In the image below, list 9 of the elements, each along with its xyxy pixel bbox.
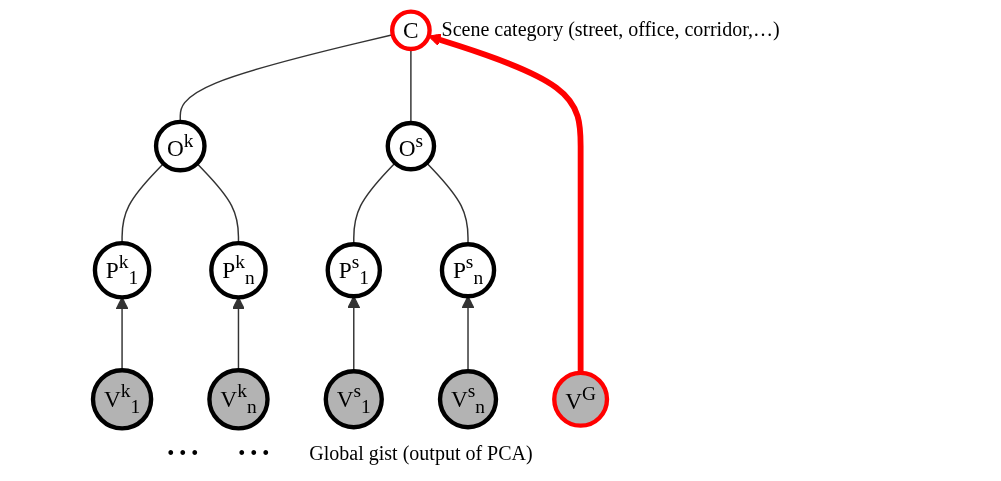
note-text: Global gist (output of PCA): [309, 442, 533, 465]
node-circle: O$^{k}$: [153, 119, 207, 173]
node-circle: C: [390, 9, 432, 52]
node-circle: V$^{G}$: [552, 370, 610, 428]
note-text: • • •: [238, 442, 270, 465]
node-caption: Scene category (street, office, corridor,…): [441, 18, 780, 42]
node-circle: O$^{s}$: [385, 120, 437, 172]
note-text: • • •: [167, 442, 199, 465]
arrow: [428, 33, 584, 373]
